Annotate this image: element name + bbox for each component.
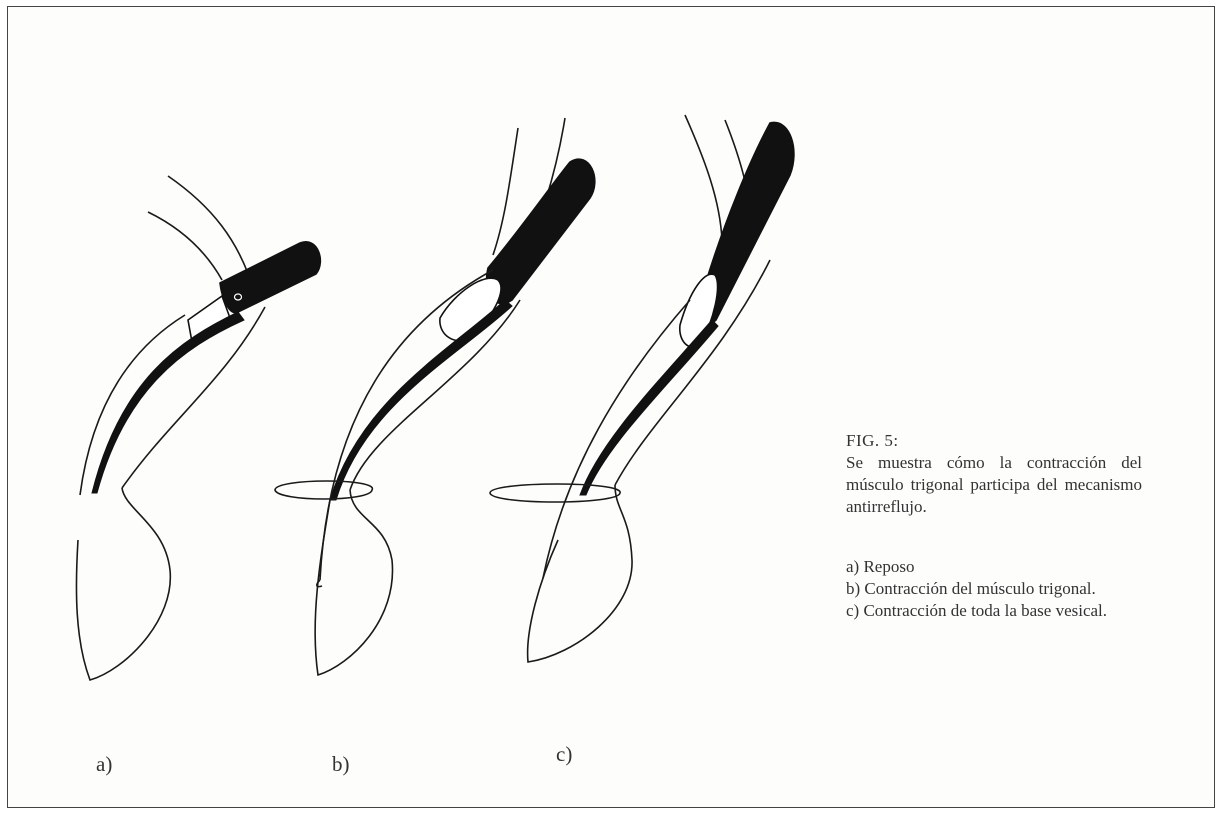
trigone-a (76, 488, 170, 680)
bladder-wall-outer-c (685, 115, 722, 240)
detrusor-inner-b (350, 300, 520, 490)
trigone-b (315, 490, 392, 675)
legend-item-c: c) Contracción de toda la base vesical. (846, 600, 1142, 622)
ring-b (275, 481, 372, 499)
ring-c (490, 484, 620, 502)
ureter-black-a (220, 242, 320, 313)
bladder-wall-inner-a (148, 212, 222, 280)
caption-legend: a) Reposo b) Contracción del músculo tri… (846, 556, 1146, 622)
figure-caption: FIG. 5: Se muestra cómo la contracción d… (846, 430, 1146, 622)
diagram-b (275, 118, 595, 675)
diagram-a (76, 176, 320, 680)
ureter-black-b (487, 159, 595, 303)
caption-title: FIG. 5: (846, 430, 1146, 452)
ureter-stripe-a (92, 312, 244, 493)
diagram-c (490, 115, 794, 662)
legend-item-a: a) Reposo (846, 556, 1142, 578)
legend-item-b: b) Contracción del músculo trigonal. (846, 578, 1142, 600)
panel-label-a: a) (96, 752, 112, 777)
ureter-stripe-b (330, 300, 512, 500)
panel-label-b: b) (332, 752, 350, 777)
ureter-stripe-c (580, 320, 718, 495)
panel-label-c: c) (556, 742, 572, 767)
caption-description: Se muestra cómo la contracción del múscu… (846, 452, 1142, 518)
